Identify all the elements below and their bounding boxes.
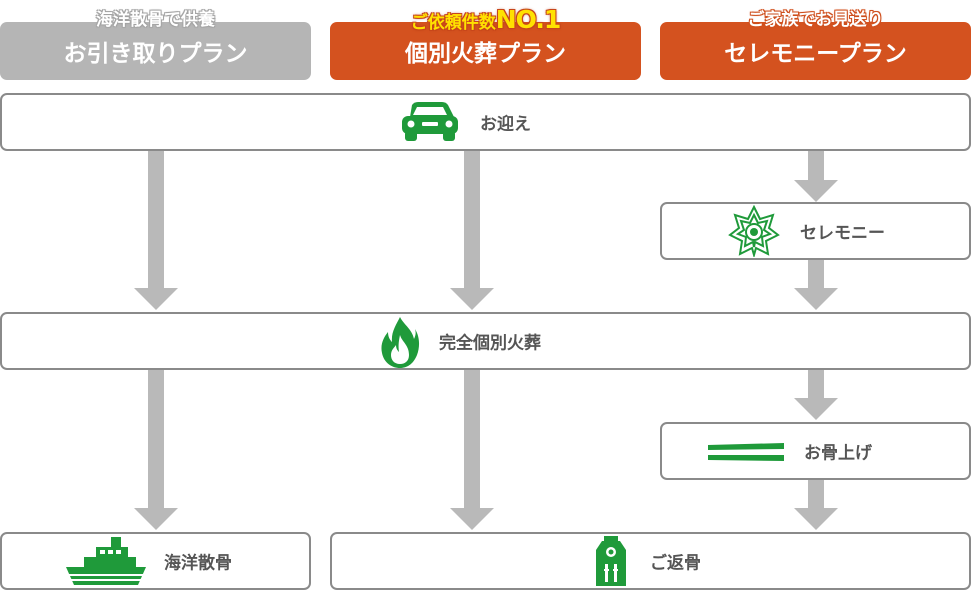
step-label: 海洋散骨: [164, 553, 232, 574]
arrow-down: [794, 370, 838, 420]
plan-subtitle: ご家族でお見送り: [747, 10, 884, 30]
step-return-ashes: ご返骨: [330, 532, 971, 590]
plan-subtitle: ご依頼件数NO.1: [330, 7, 641, 34]
arrow-down: [794, 150, 838, 202]
flame-icon: [381, 317, 420, 368]
arrow-down: [450, 150, 494, 310]
arrow-down: [794, 260, 838, 310]
plan-subtitle: 海洋散骨で供養: [96, 10, 215, 30]
step-label: ご返骨: [650, 553, 701, 574]
plan-subtitle-prefix: ご依頼件数: [410, 13, 496, 33]
step-label: お骨上げ: [804, 443, 872, 464]
arrow-down: [134, 150, 178, 310]
step-label: セレモニー: [800, 223, 885, 244]
chopsticks-icon: [708, 443, 784, 461]
step-label: 完全個別火葬: [439, 333, 541, 354]
flower-icon: [728, 205, 780, 257]
plan-header-pickup: 海洋散骨で供養 お引き取りプラン: [0, 10, 311, 80]
urn-icon: [596, 536, 626, 586]
step-ceremony: セレモニー: [660, 202, 971, 260]
car-icon: [402, 102, 458, 141]
step-bone-picking: お骨上げ: [660, 422, 971, 480]
plan-header-ceremony: ご家族でお見送り セレモニープラン: [660, 10, 971, 80]
step-sea-scattering: 海洋散骨: [0, 532, 311, 590]
step-label: お迎え: [480, 114, 531, 135]
arrow-down: [450, 370, 494, 530]
arrow-down: [134, 370, 178, 530]
plan-title: お引き取りプラン: [63, 41, 248, 67]
plan-title: セレモニープラン: [724, 41, 907, 67]
rank-badge: NO.1: [495, 5, 562, 34]
step-cremation: 完全個別火葬: [0, 312, 971, 370]
ship-icon: [66, 537, 146, 585]
plan-title: 個別火葬プラン: [405, 41, 566, 67]
plan-header-individual: ご依頼件数NO.1 個別火葬プラン: [330, 7, 641, 80]
step-pickup: お迎え: [0, 93, 971, 151]
arrow-down: [794, 480, 838, 530]
